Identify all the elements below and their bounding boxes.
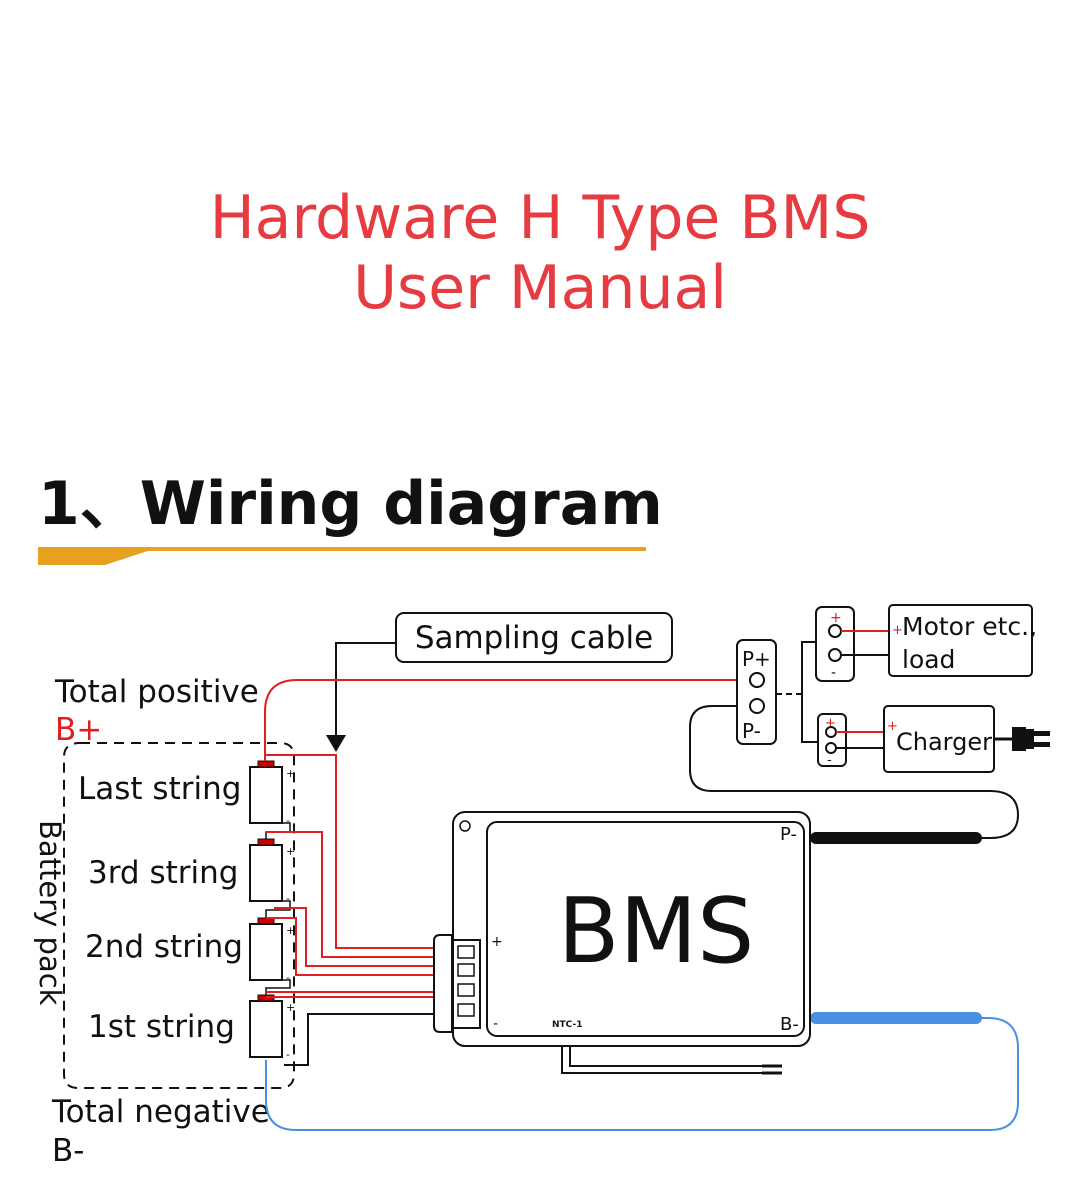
title-line-2: User Manual (353, 253, 727, 323)
svg-text:-: - (827, 753, 832, 768)
load-connector: + - (815, 606, 889, 682)
ntc-label: NTC-1 (552, 1020, 582, 1030)
output-branch (776, 641, 818, 743)
plug-icon (994, 727, 1050, 751)
string-label-1st: 1st string (88, 1009, 235, 1045)
p-minus-wire (689, 705, 1020, 839)
sampling-negative-wire (284, 1013, 450, 1066)
battery-cell-3rd: +- (249, 838, 295, 905)
svg-text:-: - (286, 814, 290, 827)
ntc-wires (561, 1046, 782, 1075)
svg-text:+: + (286, 767, 295, 780)
p-minus-terminal-label: P- (742, 719, 761, 743)
board-plus-mark: + (491, 934, 503, 950)
battery-pack-outline (63, 742, 295, 1089)
bms-board: BMS P- B- NTC-1 + - (452, 811, 811, 1047)
svg-text:-: - (831, 665, 836, 681)
title-line-1: Hardware H Type BMS (209, 183, 871, 253)
sampling-cable-callout: Sampling cable (326, 612, 673, 752)
svg-text:+: + (825, 716, 836, 731)
svg-text:-: - (286, 892, 290, 905)
svg-text:-: - (286, 1048, 290, 1061)
sampling-cable-label: Sampling cable (415, 620, 653, 656)
b-minus-label: B- (52, 1133, 84, 1169)
svg-text:+: + (286, 1001, 295, 1014)
heading-underline (38, 547, 646, 565)
load-box: + Motor etc., load (888, 604, 1037, 677)
string-label-2nd: 2nd string (85, 929, 243, 965)
svg-text:+: + (286, 845, 295, 858)
total-positive-wire (264, 679, 757, 761)
battery-cell-1st: +- (249, 994, 295, 1061)
battery-cell-2nd: +- (249, 917, 295, 984)
battery-cell-last: +- (249, 760, 295, 827)
b-minus-lead (810, 1012, 982, 1024)
output-terminal-block: P+ P- (736, 639, 777, 745)
total-positive-label: Total positive (54, 674, 259, 710)
section-heading: 1、Wiring diagram (38, 469, 663, 539)
svg-text:+: + (830, 610, 842, 626)
board-p-minus-label: P- (780, 824, 797, 845)
charger-connector: + - (817, 713, 884, 768)
string-label-3rd: 3rd string (88, 855, 238, 891)
total-negative-wire (265, 1017, 1019, 1131)
total-negative-label: Total negative (51, 1094, 270, 1130)
svg-text:+: + (887, 719, 898, 734)
battery-pack-label: Battery pack (33, 820, 67, 1006)
board-b-minus-label: B- (780, 1014, 799, 1035)
p-minus-lead (810, 832, 982, 844)
charger-box: + Charger (883, 705, 995, 773)
sampling-wires (266, 754, 450, 998)
board-minus-mark: - (493, 1016, 498, 1032)
load-line-1: Motor etc., (902, 612, 1037, 641)
p-plus-terminal-label: P+ (742, 647, 771, 671)
svg-text:+: + (286, 924, 295, 937)
b-plus-label: B+ (55, 712, 102, 748)
svg-text:-: - (286, 971, 290, 984)
sampling-connector (433, 934, 481, 1033)
load-line-2: load (902, 645, 955, 674)
bms-text: BMS (558, 879, 755, 984)
charger-label: Charger (896, 728, 992, 756)
svg-text:+: + (892, 623, 903, 638)
string-label-last: Last string (78, 771, 241, 807)
